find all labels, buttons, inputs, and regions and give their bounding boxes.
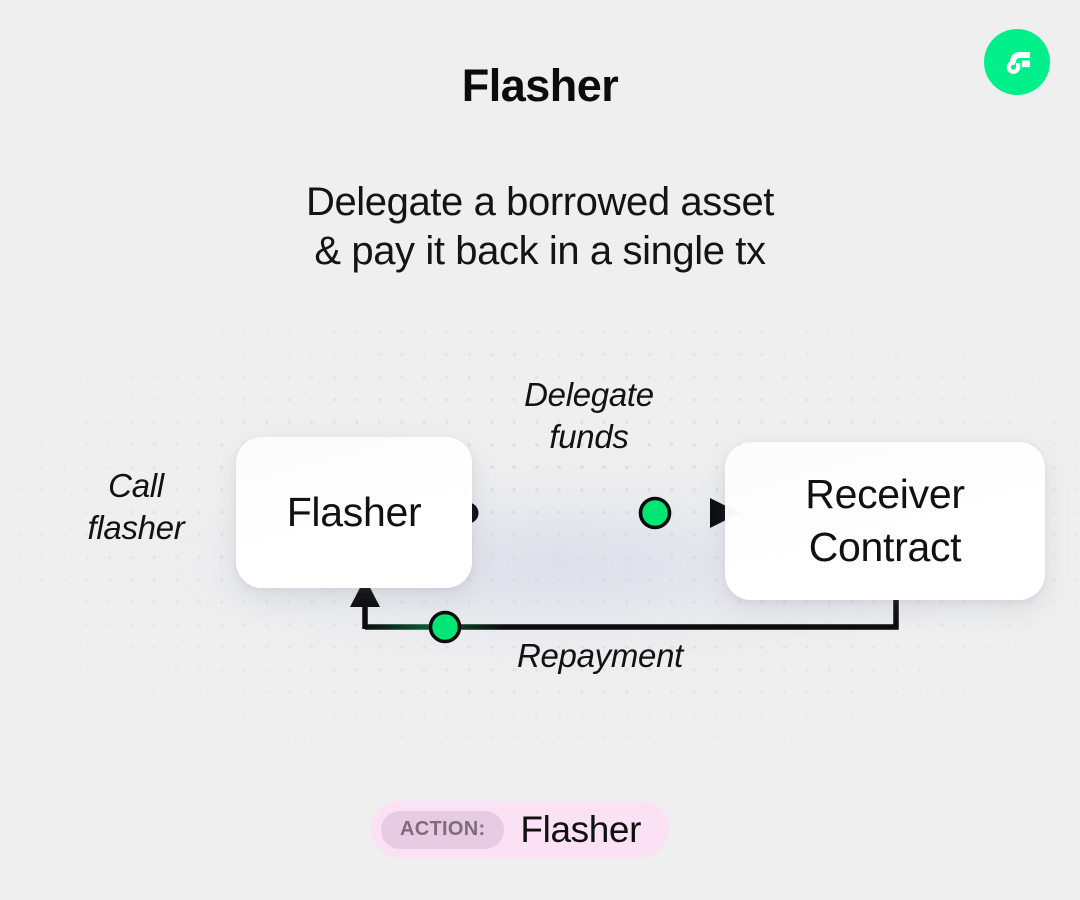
node-card-flasher[interactable]: Flasher <box>236 437 472 588</box>
edge-label-repayment: Repayment <box>516 637 684 674</box>
page-subtitle: Delegate a borrowed asset & pay it back … <box>305 180 775 273</box>
edge-node-repayment <box>428 610 462 644</box>
action-chip-label: ACTION: <box>381 810 505 849</box>
node-card-receiver[interactable]: Receiver Contract <box>725 442 1045 600</box>
flow-logo-icon <box>997 42 1037 82</box>
node-label-flasher: Flasher <box>286 489 422 535</box>
node-label-receiver: Receiver Contract <box>805 471 965 570</box>
edge-node-delegate <box>638 496 672 530</box>
page-title: Flasher <box>461 60 619 111</box>
edge-label-call-flasher: Call flasher <box>87 467 185 546</box>
edge-label-delegate-funds: Delegate funds <box>524 376 654 455</box>
action-badge[interactable]: ACTION: Flasher <box>371 801 669 858</box>
flow-logo-badge <box>984 29 1050 95</box>
action-value: Flasher <box>520 808 641 850</box>
edge-delegate-funds <box>457 496 740 530</box>
arrowhead-to-flasher <box>350 578 380 607</box>
flow-diagram: Call flasher Delegate funds Repayment <box>0 315 1080 745</box>
